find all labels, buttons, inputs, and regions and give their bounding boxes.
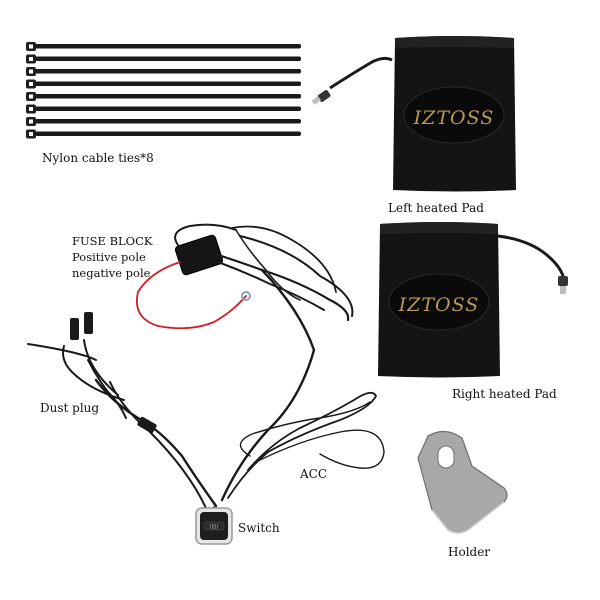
cable-tie — [26, 104, 301, 114]
fuse-block-label: FUSE BLOCK — [72, 234, 153, 248]
cable-tie — [26, 42, 301, 51]
cable-ties — [26, 42, 301, 139]
cable-tie — [26, 67, 301, 76]
cable-ties-label: Nylon cable ties*8 — [42, 151, 154, 165]
acc-label: ACC — [300, 467, 328, 481]
cable-tie — [26, 54, 301, 64]
cable-tie — [26, 129, 301, 139]
left-pad-logo: IZTOSS — [413, 107, 495, 129]
cable-tie — [26, 117, 301, 126]
left-pad-label: Left heated Pad — [388, 201, 484, 215]
positive-pole-label: Positive pole — [72, 250, 146, 264]
dust-plug-label: Dust plug — [40, 401, 100, 415]
right-pad-logo: IZTOSS — [398, 294, 480, 316]
switch-label: Switch — [238, 521, 280, 535]
holder-bracket — [417, 430, 508, 534]
svg-text:|||||: ||||| — [210, 524, 219, 530]
left-heated-pad: IZTOSS — [311, 36, 516, 192]
right-heated-pad: IZTOSS — [378, 222, 568, 378]
wiring-harness: ||||| — [27, 223, 385, 545]
holder-label: Holder — [448, 545, 491, 559]
cable-tie — [26, 79, 301, 89]
right-pad-label: Right heated Pad — [452, 387, 557, 401]
negative-pole-label: negative pole — [72, 266, 151, 280]
cable-tie — [26, 92, 301, 101]
